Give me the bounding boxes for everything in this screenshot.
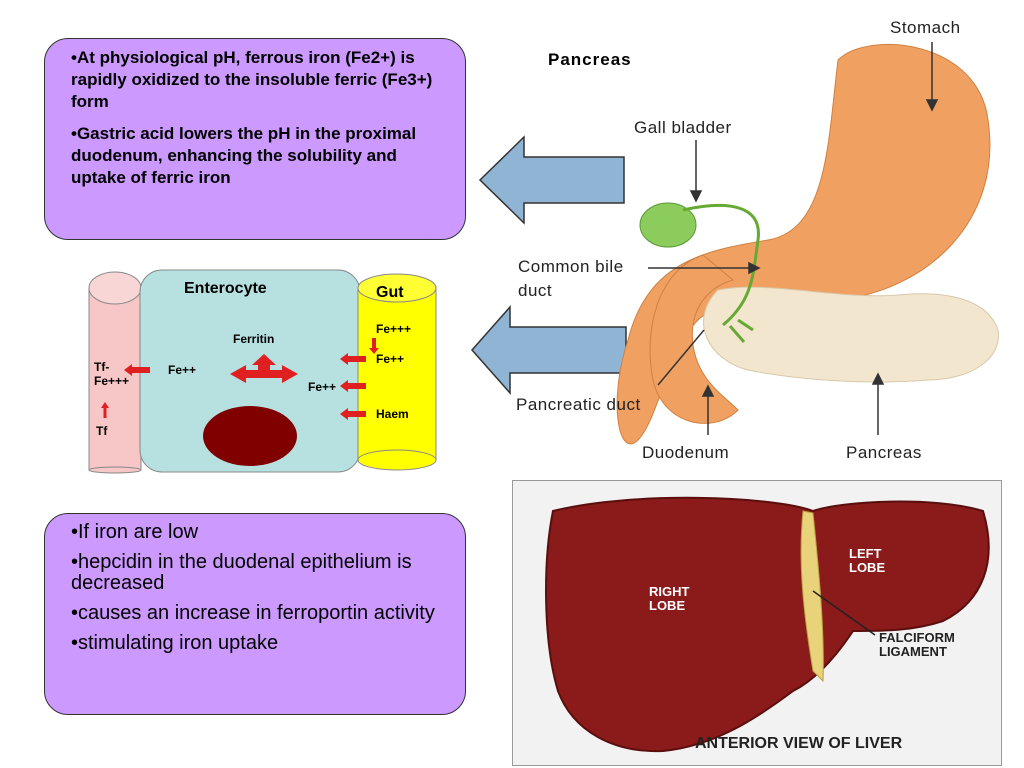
enterocyte-fe-arrow (340, 380, 366, 392)
gall-bladder-label: Gall bladder (634, 118, 732, 137)
tf-left-arrow (124, 364, 150, 376)
nucleus (203, 406, 297, 466)
pancreas-figure: Pancreas Stomach Gall bladder Common bil… (508, 0, 1024, 478)
liver-shape (545, 496, 990, 753)
tf-label: Tf (96, 424, 108, 438)
pancreas-illustration (616, 42, 999, 445)
blood-vessel (88, 271, 142, 474)
pancreatic-duct-label: Pancreatic duct (516, 395, 641, 414)
gut-fe3-label: Fe+++ (376, 322, 412, 336)
bottom-text-box: •If iron are low •hepcidin in the duoden… (44, 513, 466, 715)
top-bullet-2: •Gastric acid lowers the pH in the proxi… (71, 124, 417, 187)
bottom-bullet-3: •causes an increase in ferroportin activ… (71, 602, 435, 624)
gut-down-arrow (369, 338, 379, 354)
gut-haem-label: Haem (376, 407, 409, 421)
common-bile-duct-label-2: duct (518, 281, 553, 300)
common-bile-duct-label: Common bile (518, 257, 624, 276)
falciform-ligament-shape (800, 510, 824, 683)
fe-pp-mid: Fe++ (308, 380, 337, 394)
top-text-box: •At physiological pH, ferrous iron (Fe2+… (44, 38, 466, 240)
stomach-label: Stomach (890, 18, 961, 37)
duodenum-label: Duodenum (642, 443, 730, 462)
enterocyte-diagram: Enterocyte Gut Ferritin Fe++ Fe++ Tf- Fe… (86, 268, 438, 474)
left-arrow-top (478, 135, 625, 225)
top-bullet-1: •At physiological pH, ferrous iron (Fe2+… (71, 48, 433, 111)
duodenum-shape (649, 254, 739, 424)
tf-fe-label: Tf- (94, 360, 110, 374)
fe-pp-left: Fe++ (168, 363, 197, 377)
gut-fe-arrow (340, 353, 366, 365)
tf-up-arrow (101, 402, 109, 418)
gut-cylinder (357, 273, 437, 471)
gut-fe2-label: Fe++ (376, 352, 405, 366)
pancreas-label: Pancreas (846, 443, 922, 462)
enterocyte-shapes (88, 269, 437, 474)
enterocyte-title: Enterocyte (184, 280, 267, 297)
ferritin-label: Ferritin (233, 332, 275, 346)
liver-illustration (545, 496, 990, 753)
bottom-bullet-4: •stimulating iron uptake (71, 632, 279, 654)
bottom-bullet-2: •hepcidin in the duodenal epithelium is … (71, 551, 412, 594)
gut-title: Gut (376, 284, 404, 301)
pancreas-title: Pancreas (548, 50, 632, 69)
tf-fe-label-2: Fe+++ (94, 374, 130, 388)
bottom-bullet-1: •If iron are low (71, 521, 199, 543)
pancreas-shape (703, 286, 999, 383)
ferritin-arrows (230, 354, 298, 383)
gall-bladder-shape (639, 202, 697, 248)
bile-duct (682, 203, 760, 343)
gut-haem-arrow (340, 408, 366, 420)
liver-caption: ANTERIOR VIEW OF LIVER (695, 735, 903, 752)
